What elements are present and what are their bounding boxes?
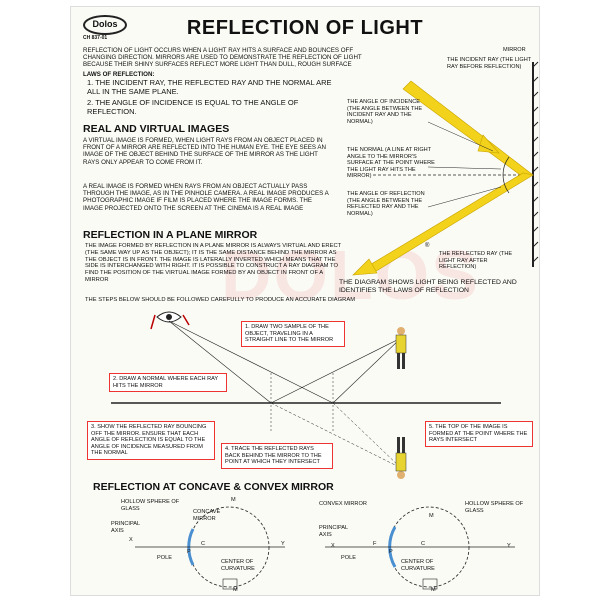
concave-p-label: P	[187, 549, 191, 555]
convex-m-label: M	[429, 513, 434, 519]
product-code: CH 837-01	[83, 35, 108, 41]
registered-mark: ®	[425, 243, 430, 249]
person-object-icon	[395, 327, 407, 369]
eye-icon	[150, 311, 190, 330]
person-image-icon	[395, 437, 407, 479]
curved-mirror-heading: Reflection at Concave & Convex Mirror	[93, 481, 334, 493]
convex-m2-label: M	[431, 587, 436, 593]
reflected-ray-label: The reflected ray (the light ray after r…	[439, 251, 513, 271]
convex-axis-label: Principal axis	[319, 525, 348, 538]
poster: Dolos CH 837-01 REFLECTION OF LIGHT DOLO…	[70, 6, 540, 596]
concave-m-label: M	[231, 497, 236, 503]
reflected-arrowhead	[352, 258, 378, 276]
reflection-diagram	[352, 61, 539, 276]
law-2: 2. The angle of incidence is equal to th…	[87, 98, 299, 116]
convex-x-label: X	[331, 543, 335, 549]
mirror-label: Mirror	[503, 47, 526, 53]
real-image-text: A real image is formed when rays from an…	[83, 183, 329, 212]
convex-center-label: Center of curvature	[401, 559, 435, 572]
concave-diagram	[135, 506, 285, 590]
concave-center-label: Center of curvature	[221, 559, 255, 572]
step-4-box: 4. Trace the reflected rays back behind …	[221, 443, 333, 469]
law-1: 1. The incident ray, the reflected ray a…	[87, 78, 332, 96]
watermark: DOLOS	[221, 236, 480, 314]
virtual-image-text: A virtual image is formed, when light ra…	[83, 137, 326, 166]
step-1-box: 1. Draw two sample of the object, travel…	[241, 321, 345, 347]
step-3-box: 3. Show the reflected ray bouncing off t…	[87, 421, 215, 460]
brand-logo: Dolos	[83, 15, 127, 35]
angle-incidence-label: The angle of incidence (the angle betwee…	[347, 99, 423, 125]
diagram-caption: The diagram shows light being reflected …	[339, 279, 517, 294]
plane-mirror-heading: Reflection in a Plane Mirror	[83, 229, 258, 241]
angle-reflection-label: The angle of reflection (the angle betwe…	[347, 191, 425, 217]
convex-y-label: Y	[507, 543, 511, 549]
real-virtual-heading: Real and Virtual Images	[83, 123, 230, 135]
convex-f-label: F	[373, 541, 377, 547]
intro-text: Reflection of light occurs when a light …	[83, 47, 362, 69]
page-title: REFLECTION OF LIGHT	[186, 17, 424, 39]
plane-mirror-diagram	[111, 311, 501, 479]
step-2-box: 2. Draw a normal where each ray hits the…	[109, 373, 227, 393]
angle-reflection-arc	[502, 174, 510, 194]
concave-c-label: C	[201, 541, 206, 547]
angle-incidence-arc	[502, 156, 510, 176]
convex-pole-label: Pole	[341, 555, 356, 561]
mirror-hatch	[532, 61, 539, 267]
convex-mirror-label: Convex mirror	[319, 501, 367, 507]
convex-c-label: C	[421, 541, 426, 547]
normal-label: The normal (a line at right angle to the…	[347, 147, 435, 180]
convex-p-label: P	[389, 549, 393, 555]
steps-intro: The steps below should be followed caref…	[85, 297, 356, 303]
incident-arrowhead	[477, 134, 500, 154]
concave-x-label: X	[129, 537, 133, 543]
step-5-box: 5. The top of the image is formed at the…	[425, 421, 533, 447]
concave-m2-label: M	[233, 587, 238, 593]
plane-mirror-text: The image formed by reflection in a plan…	[85, 243, 342, 283]
incident-ray-label: The incident ray (the light ray before r…	[447, 57, 532, 70]
convex-diagram	[325, 506, 515, 590]
concave-mirror-label: Concave mirror	[193, 509, 221, 522]
concave-axis-label: Principal axis	[111, 521, 140, 534]
concave-y-label: Y	[281, 541, 285, 547]
concave-pole-label: Pole	[157, 555, 172, 561]
convex-hollow-label: Hollow sphere of glass	[465, 501, 524, 514]
laws-heading: Laws of reflection:	[83, 71, 155, 78]
concave-hollow-label: Hollow sphere of glass	[121, 499, 180, 512]
